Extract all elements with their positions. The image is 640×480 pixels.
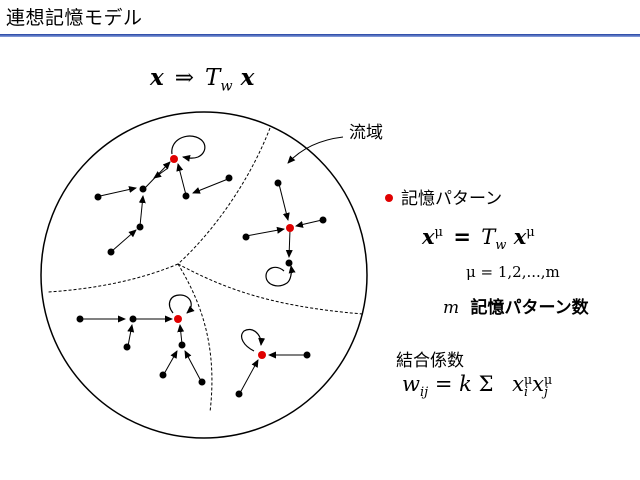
state-node — [198, 378, 206, 386]
eq-x-lhs: x — [422, 224, 435, 249]
state-space-circle — [40, 111, 368, 439]
flow-arrow — [239, 359, 259, 394]
cf-w: w — [402, 372, 420, 396]
operator-t-subscript: w — [220, 78, 233, 95]
flow-arrow — [192, 178, 229, 194]
state-node — [285, 259, 293, 267]
eq-equals: = — [453, 225, 471, 249]
state-node — [139, 185, 147, 193]
state-node — [225, 174, 233, 182]
cf-k: k — [459, 372, 472, 396]
flow-arrow — [99, 186, 137, 197]
state-node — [159, 371, 167, 379]
state-vector-x-rhs: x — [240, 64, 255, 91]
flow-arrows — [80, 161, 323, 394]
cf-equals: = — [434, 372, 453, 396]
flow-arrow — [153, 167, 169, 179]
flow-arrow — [138, 195, 146, 227]
flow-arrow — [278, 183, 290, 221]
region-label: 流域 — [349, 123, 383, 143]
implies-arrow: ⇒ — [174, 65, 195, 91]
flow-arrow — [285, 229, 293, 258]
slide-title: 連想記憶モデル — [6, 7, 143, 29]
attractor-node — [258, 351, 266, 359]
self-loop-arrow — [168, 294, 195, 314]
state-vector-x: x — [150, 64, 164, 91]
state-node — [94, 193, 102, 201]
red-bullet — [385, 194, 393, 202]
mu-range: μ = 1,2,...,m — [466, 263, 560, 281]
eq-t: T — [481, 225, 496, 249]
state-node — [76, 315, 84, 323]
basin-boundary — [47, 263, 179, 293]
self-loop-arrow — [265, 265, 296, 287]
pattern-count-label: 記憶パターン数 — [470, 298, 589, 318]
state-node — [136, 223, 144, 231]
flow-arrow — [177, 324, 185, 345]
eq-mu-lhs: μ — [434, 225, 443, 240]
cf-w-subscript: ij — [419, 385, 429, 401]
eq-x-rhs: x — [513, 224, 527, 249]
flow-arrow — [245, 226, 285, 237]
flow-arrow — [176, 163, 187, 196]
flow-arrow — [163, 350, 178, 375]
flow-arrow — [127, 324, 135, 347]
eq-t-subscript: w — [495, 238, 507, 254]
state-node — [129, 315, 137, 323]
cf-xi-mu: μ — [523, 371, 533, 387]
state-node — [242, 233, 250, 241]
state-node — [182, 192, 190, 200]
attractor-node — [170, 155, 178, 163]
state-node — [123, 343, 131, 351]
top-formula: x ⇒ Tw x — [150, 64, 254, 95]
state-nodes — [76, 174, 327, 398]
operator-t: T — [205, 65, 221, 91]
pattern-count-m: m — [443, 298, 460, 318]
state-node — [178, 341, 186, 349]
legend-memory-pattern: 記憶パターン — [385, 184, 502, 209]
basin-boundary — [177, 127, 271, 265]
legend-label: 記憶パターン — [401, 189, 503, 209]
coupling-label: 結合係数 — [396, 351, 464, 371]
basin-boundary — [177, 263, 213, 413]
state-node — [319, 216, 327, 224]
state-node — [107, 248, 115, 256]
cf-xj: x — [532, 372, 545, 396]
region-pointer-arrow — [287, 136, 344, 164]
cf-xi-i: i — [523, 383, 529, 399]
cf-xj-mu: μ — [544, 371, 553, 387]
state-node — [235, 390, 243, 398]
cf-xi: x — [512, 372, 524, 396]
self-loop-arrow — [241, 328, 266, 352]
basin-boundary — [177, 263, 364, 315]
title-underline-bar — [0, 34, 640, 37]
cf-xj-j: j — [544, 383, 548, 399]
attractor-node — [286, 224, 294, 232]
fixed-point-equation: xμ = Tw xμ — [422, 224, 535, 253]
flow-arrow — [184, 350, 202, 382]
cf-sigma: Σ — [478, 372, 494, 396]
state-node — [303, 351, 311, 359]
attractor-node — [174, 315, 182, 323]
eq-mu-rhs: μ — [526, 225, 535, 240]
flow-arrow — [111, 229, 137, 252]
attractor-nodes — [170, 155, 294, 359]
pattern-count-line: m 記憶パターン数 — [443, 293, 589, 318]
state-node — [274, 179, 282, 187]
self-loop-arrow — [171, 135, 206, 162]
flow-arrow — [295, 219, 323, 228]
